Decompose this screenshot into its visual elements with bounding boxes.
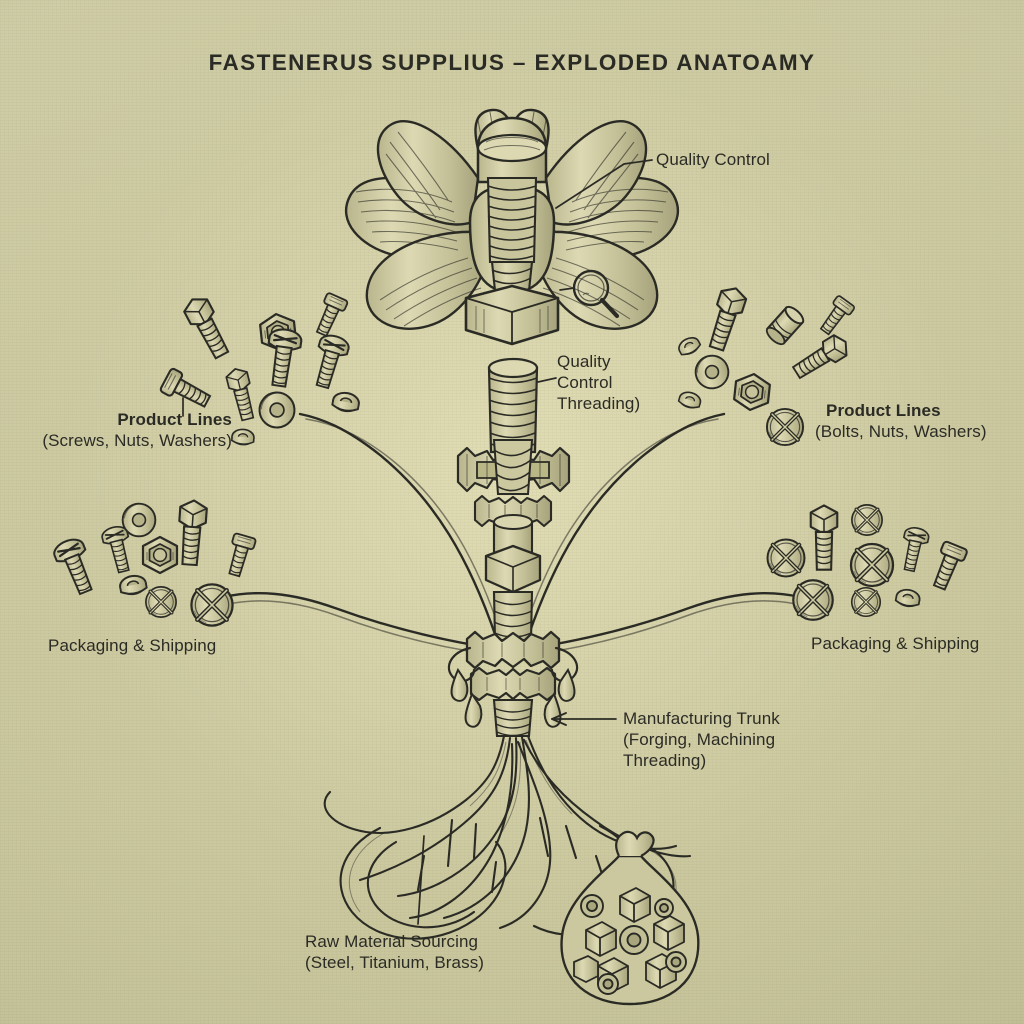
bolt-flower-icon [344,108,680,346]
label-product-lines-left-sub: (Screws, Nuts, Washers) [42,431,232,450]
label-quality-control-stem-line1: Quality [557,352,611,371]
leader-lines [182,159,653,925]
label-raw-material-line2: (Steel, Titanium, Brass) [305,953,485,972]
material-bag-icon [560,830,700,1006]
label-quality-control-stem-line3: Threading) [557,394,641,413]
label-product-lines-right-title: Product Lines [826,401,941,420]
label-manufacturing-line3: Threading) [623,751,707,770]
label-raw-material-line1: Raw Material Sourcing [305,932,479,951]
lower-right-cluster [768,503,969,620]
leader-quality-control-top [555,159,653,209]
label-packaging-left: Packaging & Shipping [48,636,217,655]
magnifier-icon [572,269,620,319]
label-product-lines-left-title: Product Lines [117,410,232,429]
label-product-lines-right-sub: (Bolts, Nuts, Washers) [815,422,987,441]
leader-raw-material [417,835,425,925]
page-title: FASTENERUS SUPPLIUS – EXPLODED ANATOAMY [208,50,816,75]
label-quality-control-top: Quality Control [656,150,770,169]
leader-quality-control-stem [537,377,557,383]
lower-left-cluster [50,498,258,626]
label-quality-control-stem-line2: Control [557,373,613,392]
branch-stems [222,412,802,656]
label-manufacturing-line2: (Forging, Machining [623,730,776,749]
label-manufacturing-line1: Manufacturing Trunk [623,709,780,728]
leader-magnifier [559,287,575,291]
stem-assembly [447,357,579,738]
label-packaging-right: Packaging & Shipping [811,634,980,653]
